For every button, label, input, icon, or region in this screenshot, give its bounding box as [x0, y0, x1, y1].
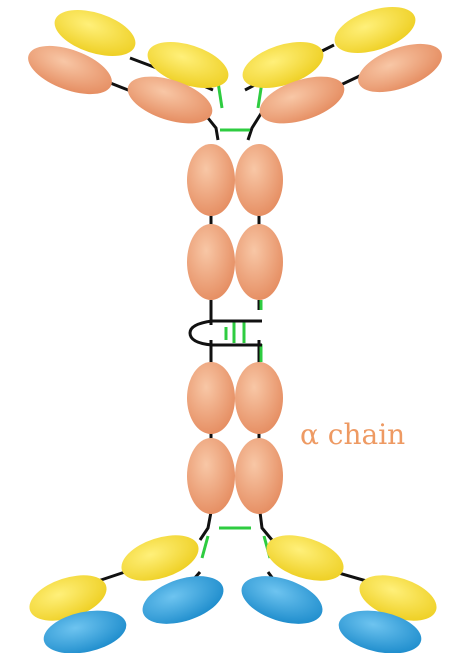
alpha-chain-label: α chain [300, 418, 405, 451]
heavy-chain-domain [235, 438, 283, 514]
heavy-chain-domain [187, 224, 235, 300]
heavy-chain-domain [235, 362, 283, 434]
heavy-chain-domain [187, 438, 235, 514]
heavy-chain-domain [235, 144, 283, 216]
heavy-chain-domain [187, 144, 235, 216]
heavy-chain-domain [235, 224, 283, 300]
heavy-chain-domain [187, 362, 235, 434]
